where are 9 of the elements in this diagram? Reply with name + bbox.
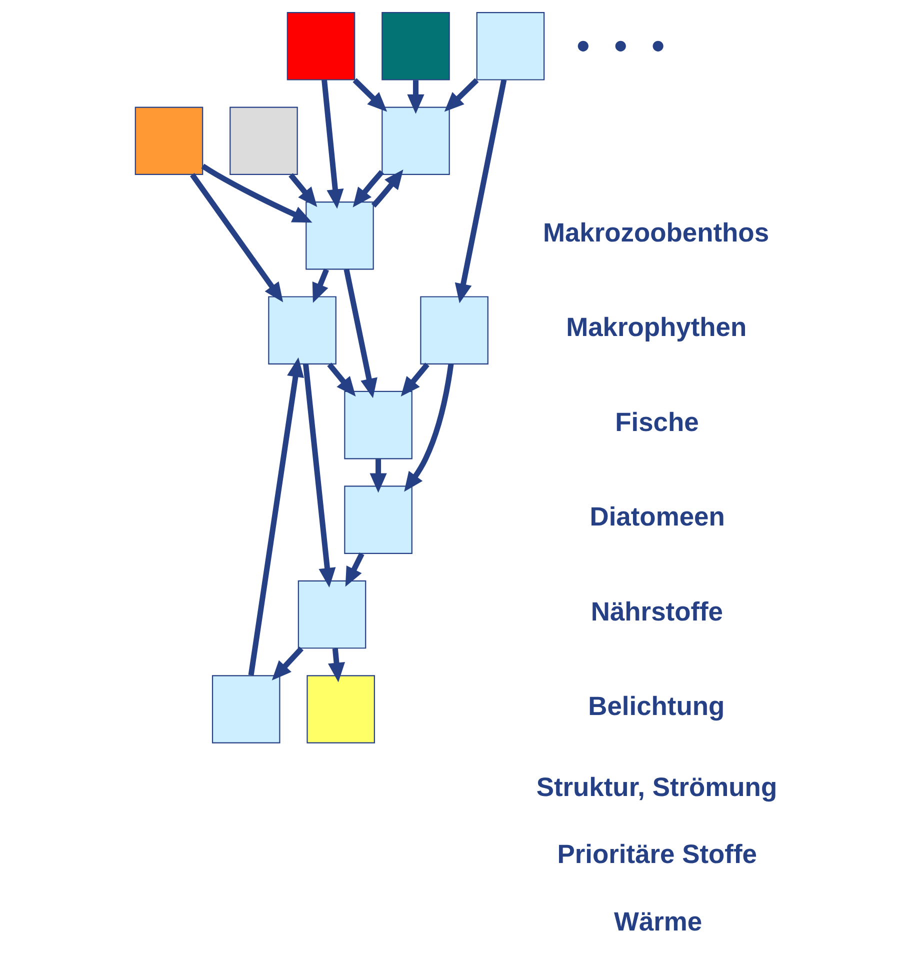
label: Nährstoffe (590, 596, 722, 626)
label: Fische (614, 406, 698, 437)
label: Makrophythen (566, 312, 746, 342)
label: Belichtung (588, 690, 724, 721)
label: Makrozoobenthos (542, 217, 769, 248)
label: Wärme (614, 906, 702, 936)
label: Prioritäre Stoffe (556, 839, 756, 870)
label: Struktur, Strömung (536, 772, 777, 802)
label: Diatomeen (589, 502, 724, 532)
